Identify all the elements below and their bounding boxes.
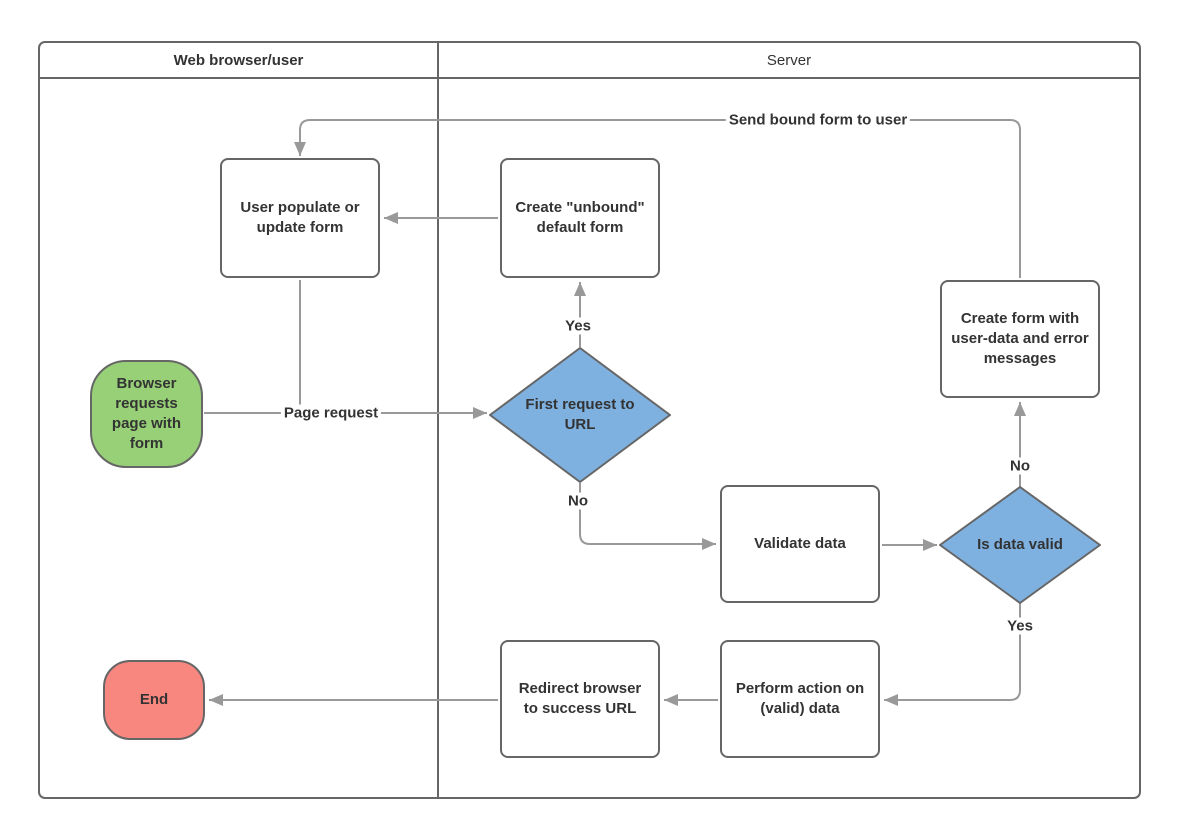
node-redirect-browser: Redirect browser to success URL — [500, 640, 660, 758]
node-label: Perform action on (valid) data — [735, 679, 865, 717]
node-perform-action: Perform action on (valid) data — [720, 640, 880, 758]
edge-label-first-request-yes: Yes — [562, 317, 594, 335]
lane-header-label: Web browser/user — [173, 51, 304, 69]
node-label: Is data valid — [977, 535, 1063, 553]
node-user-populate-form: User populate or update form — [220, 158, 380, 278]
node-first-request-label: First request to URL — [512, 385, 648, 445]
node-label: End — [139, 690, 169, 708]
node-first-request-diamond — [489, 347, 671, 483]
node-label: Browser requests page with form — [111, 374, 182, 453]
node-label: Create "unbound" default form — [515, 198, 645, 236]
node-label: First request to URL — [525, 395, 635, 433]
node-browser-requests-page: Browser requests page with form — [90, 360, 203, 468]
node-label: Create form with user-data and error mes… — [951, 309, 1089, 368]
edge-label-page-request: Page request — [280, 404, 382, 422]
node-label: Redirect browser to success URL — [518, 679, 642, 717]
node-create-unbound-form: Create "unbound" default form — [500, 158, 660, 278]
edge-send-bound-form — [294, 119, 1021, 278]
node-end: End — [103, 660, 205, 740]
node-is-data-valid-label: Is data valid — [950, 525, 1090, 565]
edge-first-request-no — [579, 483, 716, 550]
lane-header-web-browser-user: Web browser/user — [39, 42, 438, 78]
lane-header-server: Server — [438, 42, 1140, 78]
node-is-data-valid-diamond — [939, 486, 1101, 604]
node-validate-data: Validate data — [720, 485, 880, 603]
edge-label-send-bound-form: Send bound form to user — [725, 111, 911, 129]
lane-header-label: Server — [766, 51, 812, 69]
node-create-form-errors: Create form with user-data and error mes… — [940, 280, 1100, 398]
edge-label-first-request-no: No — [565, 492, 591, 510]
edge-label-is-valid-yes: Yes — [1004, 617, 1036, 635]
node-label: User populate or update form — [240, 198, 360, 236]
edge-is-valid-yes — [884, 603, 1021, 706]
node-label: Validate data — [754, 534, 846, 552]
edge-label-is-valid-no: No — [1007, 457, 1033, 475]
